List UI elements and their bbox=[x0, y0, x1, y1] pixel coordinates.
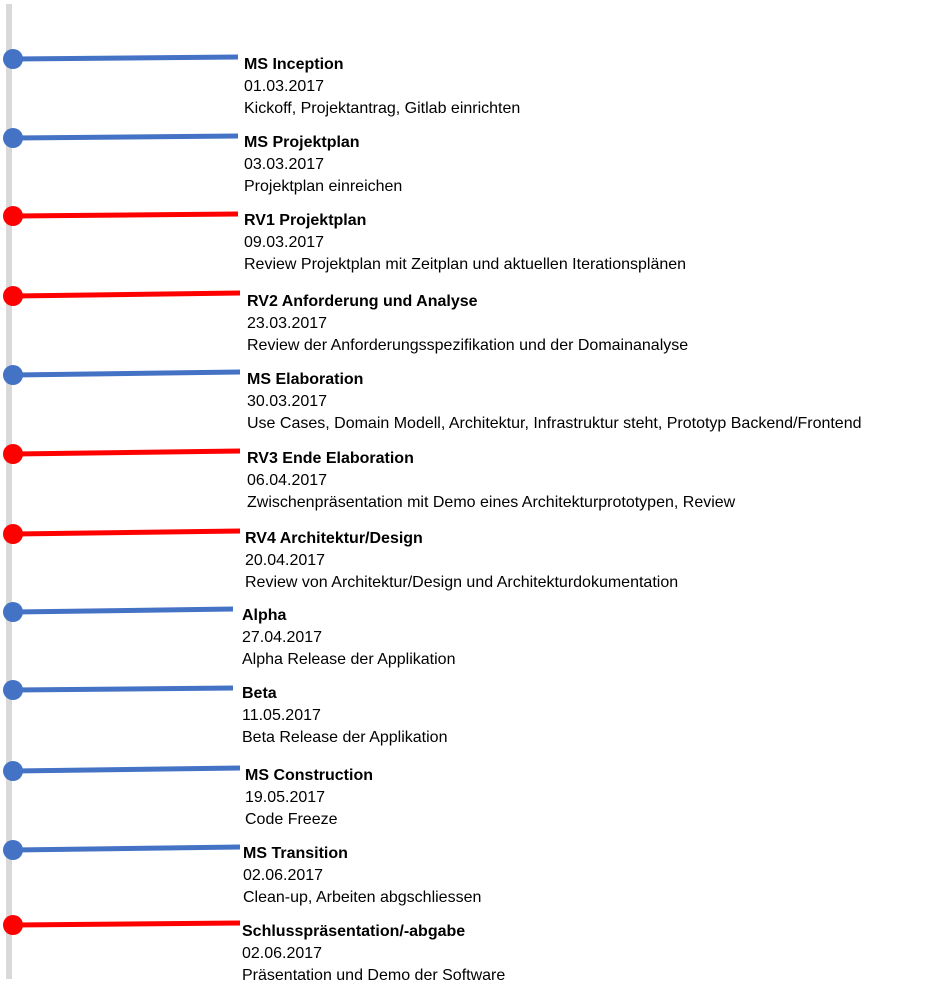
entry-title: RV3 Ende Elaboration bbox=[247, 450, 414, 467]
entry-title: MS Projektplan bbox=[244, 134, 360, 151]
entry-description: Review Projektplan mit Zeitplan und aktu… bbox=[244, 256, 687, 273]
milestone-marker bbox=[3, 365, 23, 385]
connector-line bbox=[13, 211, 239, 219]
milestone-marker bbox=[3, 680, 23, 700]
entry-title: MS Transition bbox=[243, 845, 348, 862]
review-marker bbox=[3, 524, 23, 544]
connector-line bbox=[13, 290, 241, 299]
entry-date: 27.04.2017 bbox=[242, 629, 323, 646]
connector-line bbox=[13, 448, 241, 457]
entry-title: MS Construction bbox=[245, 767, 373, 784]
entry-title: Beta bbox=[242, 685, 277, 702]
review-marker bbox=[3, 915, 23, 935]
entry-description: Beta Release der Applikation bbox=[242, 729, 448, 746]
milestone-marker bbox=[3, 840, 23, 860]
review-marker bbox=[3, 286, 23, 306]
milestone-marker bbox=[3, 49, 23, 69]
entry-description: Review der Anforderungsspezifikation und… bbox=[247, 337, 689, 354]
connector-line bbox=[13, 920, 241, 928]
entry-description: Use Cases, Domain Modell, Architektur, I… bbox=[247, 415, 862, 432]
entry-date: 23.03.2017 bbox=[247, 315, 328, 332]
entry-description: Präsentation und Demo der Software bbox=[242, 967, 506, 984]
entry-description: Code Freeze bbox=[245, 811, 338, 828]
entry-title: RV1 Projektplan bbox=[244, 212, 367, 229]
entry-date: 01.03.2017 bbox=[244, 78, 325, 95]
connector-line bbox=[13, 765, 241, 774]
entry-date: 06.04.2017 bbox=[247, 472, 328, 489]
connector-line bbox=[13, 133, 239, 141]
milestone-marker bbox=[3, 761, 23, 781]
entry-date: 19.05.2017 bbox=[245, 789, 326, 806]
review-marker bbox=[3, 206, 23, 226]
entry-description: Kickoff, Projektantrag, Gitlab einrichte… bbox=[244, 100, 521, 117]
entry-title: Alpha bbox=[242, 607, 287, 624]
review-marker bbox=[3, 444, 23, 464]
timeline-connectors bbox=[3, 49, 241, 935]
entry-title: RV2 Anforderung und Analyse bbox=[247, 293, 478, 310]
entry-description: Review von Architektur/Design und Archit… bbox=[245, 574, 679, 591]
milestone-marker bbox=[3, 128, 23, 148]
entry-date: 20.04.2017 bbox=[245, 552, 326, 569]
entry-date: 02.06.2017 bbox=[242, 945, 323, 962]
timeline-axis bbox=[6, 4, 12, 979]
connector-line bbox=[13, 685, 234, 693]
connector-line bbox=[13, 844, 241, 853]
milestone-marker bbox=[3, 602, 23, 622]
connector-line bbox=[13, 606, 234, 615]
entry-description: Clean-up, Arbeiten abgschliessen bbox=[243, 889, 482, 906]
connector-line bbox=[13, 54, 239, 62]
entry-title: Schlusspräsentation/-abgabe bbox=[242, 923, 466, 940]
entry-description: Alpha Release der Applikation bbox=[242, 651, 456, 668]
entry-date: 11.05.2017 bbox=[242, 707, 321, 724]
connector-line bbox=[13, 369, 241, 378]
entry-title: MS Inception bbox=[244, 56, 344, 73]
entry-title: RV4 Architektur/Design bbox=[245, 530, 423, 547]
entry-description: Projektplan einreichen bbox=[244, 178, 403, 195]
entry-description: Zwischenpräsentation mit Demo eines Arch… bbox=[247, 494, 736, 511]
entry-date: 03.03.2017 bbox=[244, 156, 325, 173]
entry-date: 02.06.2017 bbox=[243, 867, 324, 884]
entry-title: MS Elaboration bbox=[247, 371, 364, 388]
entry-date: 09.03.2017 bbox=[244, 234, 325, 251]
connector-line bbox=[13, 528, 241, 537]
entry-date: 30.03.2017 bbox=[247, 393, 328, 410]
